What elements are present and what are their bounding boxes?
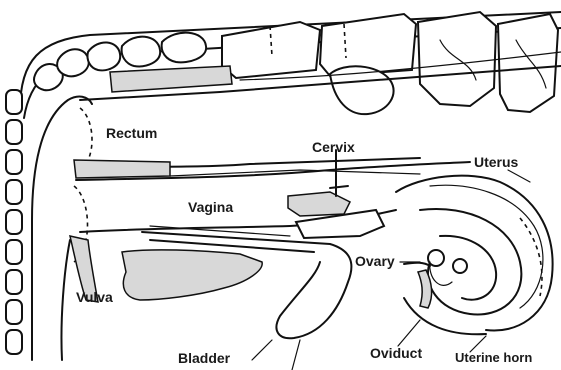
label-ovary: Ovary: [355, 254, 395, 268]
label-bladder: Bladder: [178, 351, 230, 365]
label-vagina: Vagina: [188, 200, 233, 214]
label-rectum: Rectum: [106, 126, 157, 140]
label-oviduct: Oviduct: [370, 346, 422, 360]
label-uterine-horn: Uterine horn: [455, 351, 532, 364]
tail-vertebrae: [6, 90, 22, 354]
label-vulva: Vulva: [76, 290, 113, 304]
ovary-oviduct: [404, 250, 467, 308]
perineum-outline: [32, 97, 98, 360]
bladder: [122, 226, 351, 338]
vertebral-column: [20, 12, 561, 118]
label-uterus: Uterus: [474, 155, 518, 169]
label-cervix: Cervix: [312, 140, 355, 154]
